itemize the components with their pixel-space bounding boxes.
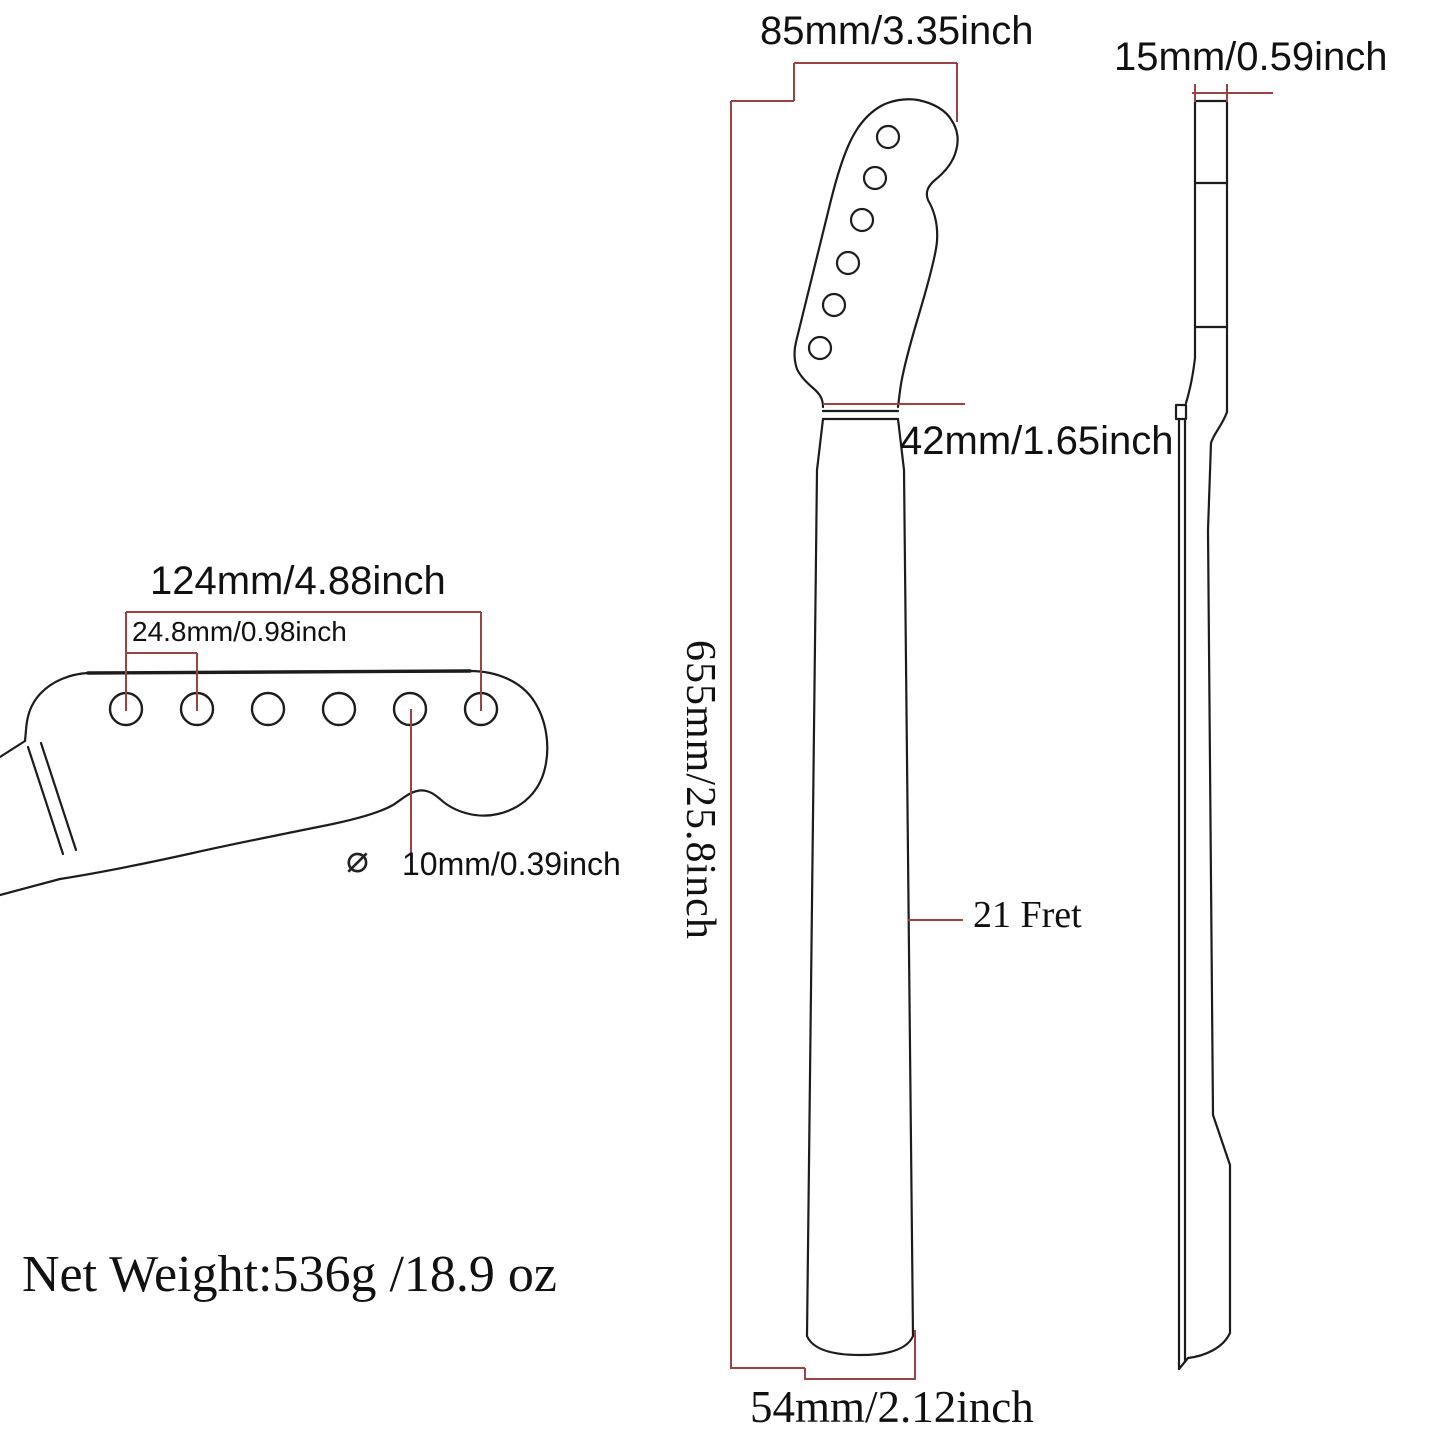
tuner-holes-neck: [807, 124, 901, 361]
neck-nut-lines: [821, 409, 900, 421]
dim-124mm-bracket: [125, 611, 482, 711]
neck-front-view: [793, 98, 959, 1357]
tuner-hole: [250, 691, 286, 727]
side-face-transition: [1184, 356, 1197, 405]
dim-85mm-label: 85mm/3.35inch: [760, 9, 1034, 53]
tuner-holes-front: [108, 691, 499, 727]
side-fretboard: [1177, 417, 1187, 1371]
side-headstock: [1193, 99, 1229, 414]
side-nut: [1174, 403, 1188, 421]
nut-line-inner: [39, 741, 78, 852]
dim-124mm-label: 124mm/4.88inch: [150, 559, 446, 603]
nut-line-outer: [26, 745, 65, 856]
side-neck-back: [1177, 410, 1232, 1371]
neck-right-edge: [896, 417, 915, 1338]
neck-left-edge: [805, 417, 825, 1338]
dim-655mm-extent: [730, 101, 805, 1369]
tuner-hole: [807, 335, 833, 361]
tuner-hole: [321, 691, 357, 727]
neck-side-dimensions: [1192, 84, 1273, 102]
tuner-hole: [875, 124, 901, 150]
tuner-hole: [821, 292, 847, 318]
headstock-left-curve: [0, 671, 90, 759]
net-weight-label: Net Weight:536g /18.9 oz: [22, 1246, 558, 1303]
neck-front-dimensions: [730, 62, 965, 1380]
fret-count-label: 21 Fret: [973, 894, 1082, 936]
dim-42mm-label: 42mm/1.65inch: [900, 419, 1174, 463]
dim-15mm-label: 15mm/0.59inch: [1114, 35, 1388, 79]
diameter-icon: ⌀: [346, 837, 369, 881]
dim-24.8mm-bracket: [126, 652, 198, 711]
dim-85mm-bracket: [731, 62, 958, 122]
dim-54mm-label: 54mm/2.12inch: [750, 1382, 1034, 1432]
tuner-hole: [862, 165, 888, 191]
dim-54mm-bracket: [804, 1330, 916, 1380]
headstock-top-edge: [86, 669, 472, 675]
dim-10mm-label: 10mm/0.39inch: [402, 846, 621, 882]
neck-headstock-outline: [793, 98, 959, 409]
headstock-outline: [0, 669, 549, 897]
dim-655mm-label: 655mm/25.8inch: [677, 640, 724, 940]
neck-heel-bottom: [805, 1334, 915, 1357]
tuner-hole: [849, 207, 875, 233]
dim-24.8mm-label: 24.8mm/0.98inch: [132, 616, 347, 647]
tuner-hole: [835, 250, 861, 276]
neck-side-view: [1174, 99, 1232, 1371]
headstock-front-dimensions: [125, 611, 482, 853]
dim-15mm-leader: [1192, 84, 1273, 102]
